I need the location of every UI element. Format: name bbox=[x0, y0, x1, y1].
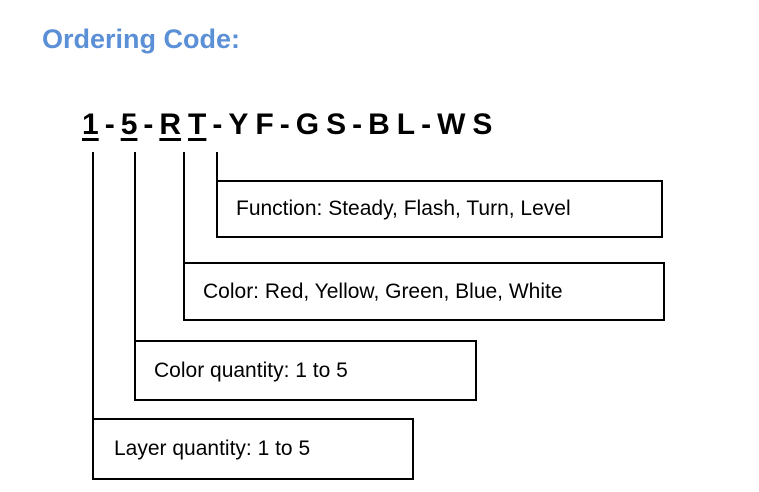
code-function-letter: T bbox=[188, 108, 207, 141]
color-quantity-label: Color quantity: 1 to 5 bbox=[154, 358, 348, 382]
connector-color-quantity bbox=[134, 152, 136, 385]
code-color-quantity-digit: 5 bbox=[120, 108, 138, 141]
code-separator: - bbox=[104, 108, 115, 141]
code-color-letter: R bbox=[159, 108, 182, 141]
code-separator: - bbox=[421, 108, 432, 141]
layer-quantity-box: Layer quantity: 1 to 5 bbox=[92, 418, 414, 480]
code-letter: S bbox=[472, 108, 493, 141]
code-separator: - bbox=[352, 108, 363, 141]
color-box: Color: Red, Yellow, Green, Blue, White bbox=[183, 262, 665, 321]
code-layer-digit: 1 bbox=[82, 108, 99, 141]
code-letter: S bbox=[326, 108, 347, 141]
function-box: Function: Steady, Flash, Turn, Level bbox=[216, 180, 663, 238]
connector-color bbox=[183, 152, 185, 319]
code-separator: - bbox=[279, 108, 290, 141]
code-letter: W bbox=[437, 108, 466, 141]
code-letter: B bbox=[368, 108, 390, 141]
code-letter: F bbox=[255, 108, 274, 141]
code-separator: - bbox=[143, 108, 154, 141]
code-separator: - bbox=[212, 108, 223, 141]
code-letter: Y bbox=[228, 108, 249, 141]
color-label: Color: Red, Yellow, Green, Blue, White bbox=[203, 279, 563, 303]
code-letter: L bbox=[396, 108, 416, 141]
page-title: Ordering Code: bbox=[42, 24, 241, 54]
layer-quantity-label: Layer quantity: 1 to 5 bbox=[114, 437, 311, 460]
code-letter: G bbox=[295, 108, 320, 141]
connector-layer-quantity bbox=[92, 152, 94, 477]
color-quantity-box: Color quantity: 1 to 5 bbox=[134, 340, 477, 401]
function-label: Function: Steady, Flash, Turn, Level bbox=[236, 197, 571, 220]
